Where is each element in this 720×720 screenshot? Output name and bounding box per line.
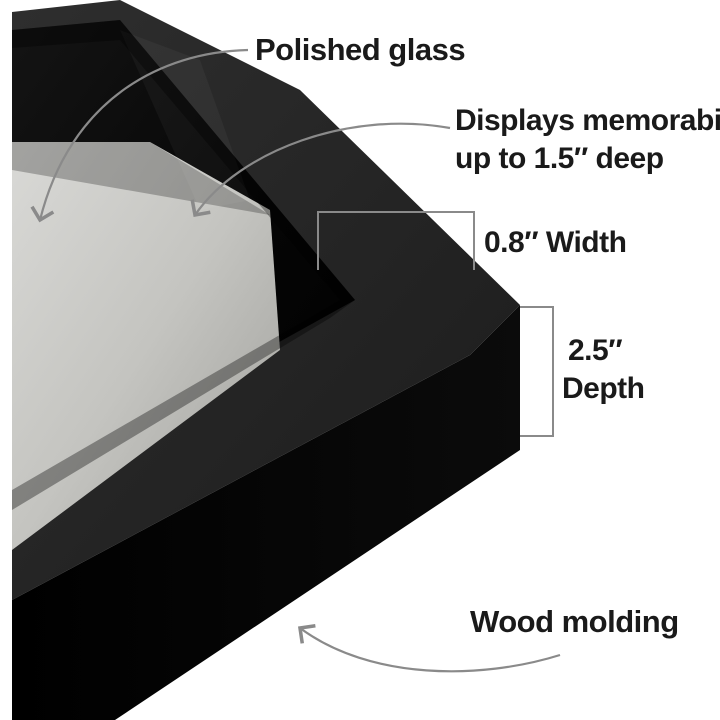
label-depth-word: Depth [562,372,645,405]
memorabilia-arrow [190,122,451,218]
frame-side [12,305,520,720]
molding-arrow [298,623,561,673]
depth-bracket [520,306,554,437]
label-wood-molding: Wood molding [470,604,679,639]
inner-shadow [12,142,270,215]
width-bracket [317,211,475,270]
glass-reflection [120,30,250,210]
backing-board [12,142,280,550]
label-width: 0.8″ Width [484,226,626,259]
glass-arrow [30,48,249,223]
label-polished-glass: Polished glass [255,32,465,67]
label-memorabilia-line1: Displays memorabilia [455,104,720,137]
label-memorabilia-line2: up to 1.5″ deep [455,142,664,175]
label-depth-value: 2.5″ [568,334,622,367]
